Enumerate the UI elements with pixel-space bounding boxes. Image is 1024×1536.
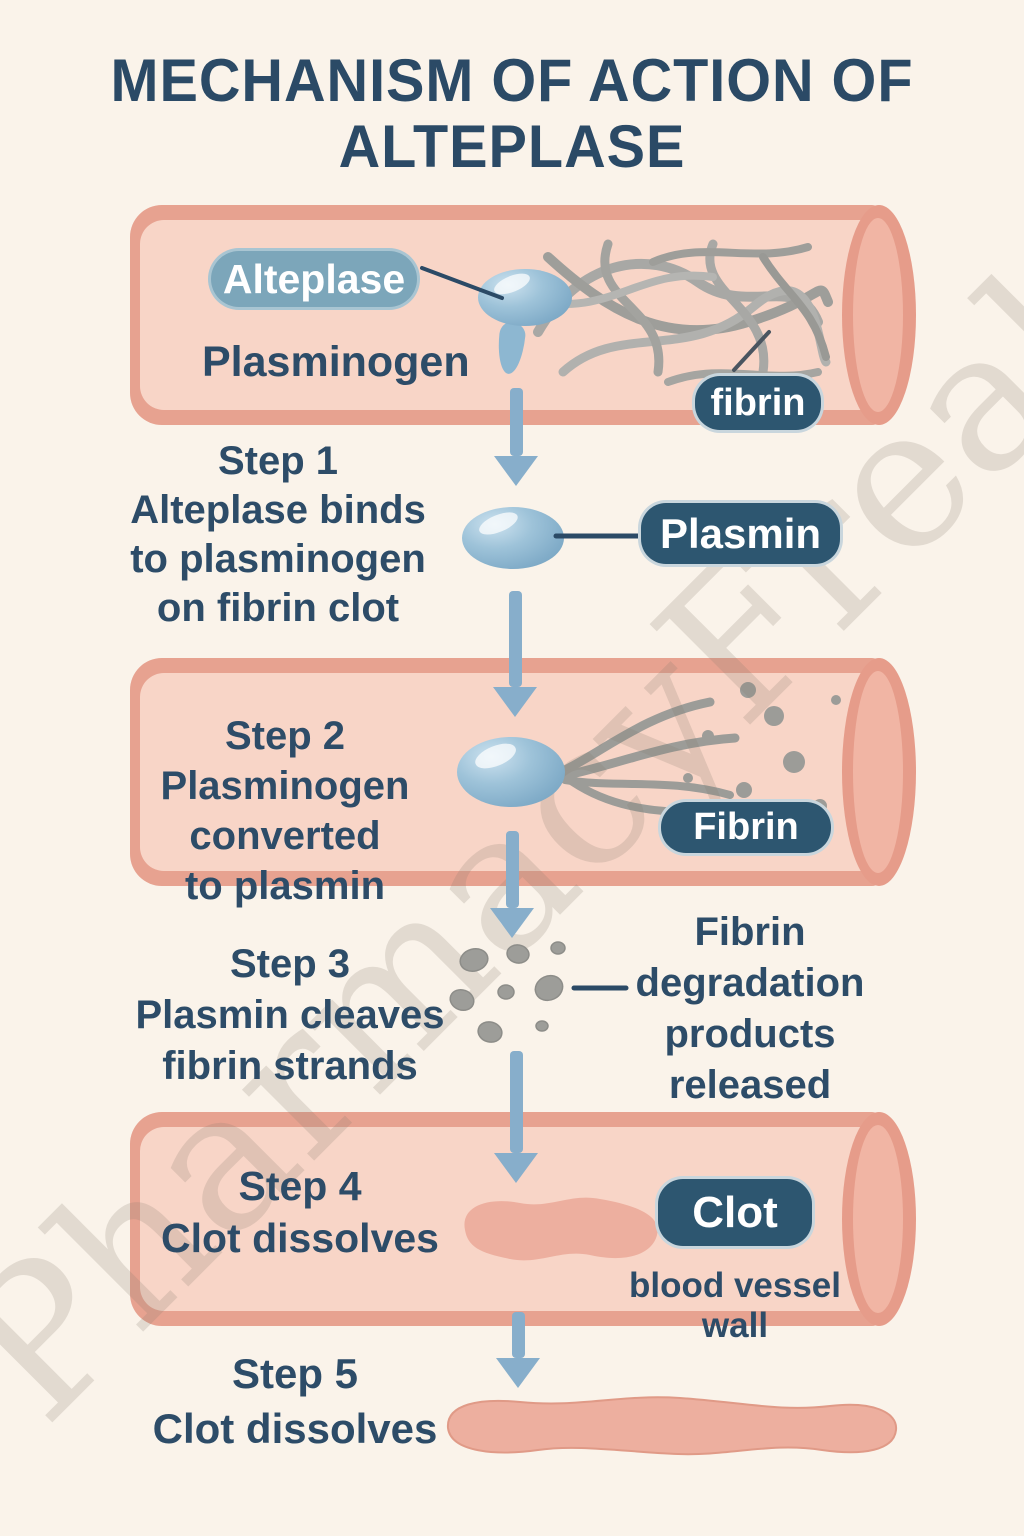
plasminogen-molecule (478, 269, 572, 326)
fibrin-label-pill-2: Fibrin (658, 799, 834, 856)
step2-line: converted (189, 814, 381, 858)
down-arrow-icon-4 (494, 1051, 538, 1183)
connector-line (732, 330, 771, 372)
down-arrow-icon-3 (490, 831, 534, 938)
note-line: degradation (635, 961, 865, 1005)
degradation-particles (449, 941, 566, 1043)
down-arrow-icon-5 (496, 1312, 540, 1388)
step2-text: Step 2 Plasminogen converted to plasmin (100, 711, 470, 911)
step5-heading: Step 5 (231, 1350, 359, 1397)
plasmin-molecule-vessel2 (457, 737, 565, 807)
step3-line: Plasmin cleaves (135, 993, 445, 1037)
step4-text: Step 4 Clot dissolves (105, 1160, 495, 1264)
fibrin-label-pill: fibrin (692, 373, 824, 433)
vessel-end-cap-inner (853, 1125, 903, 1313)
fibrin-strands-illustration (533, 239, 833, 386)
plasmin-label-pill: Plasmin (638, 500, 843, 567)
step4-heading: Step 4 (238, 1163, 362, 1209)
vessel-end-cap-inner (853, 671, 903, 873)
connector-line (420, 266, 504, 300)
step5-text: Step 5 Clot dissolves (105, 1346, 485, 1456)
step2-line: to plasmin (184, 864, 386, 908)
step5-line: Clot dissolves (152, 1405, 438, 1452)
down-arrow-icon-1 (494, 388, 538, 486)
step4-line: Clot dissolves (161, 1215, 439, 1261)
note-line: released (668, 1063, 832, 1107)
clot-label-pill: Clot (655, 1176, 815, 1249)
step3-text: Step 3 Plasmin cleaves fibrin strands (85, 939, 495, 1092)
step2-heading: Step 2 (224, 714, 346, 758)
step1-heading: Step 1 (217, 439, 339, 483)
blood-vessel-wall-label: blood vessel wall (628, 1266, 842, 1345)
molecule-highlight (472, 738, 520, 774)
note-line: products (664, 1012, 836, 1056)
step3-heading: Step 3 (229, 942, 351, 986)
connector-line (553, 533, 645, 539)
title-line-1: MECHANISM OF ACTION OF (110, 47, 914, 114)
plasminogen-label: Plasminogen (202, 338, 470, 386)
step1-line: to plasminogen (130, 537, 426, 581)
alteplase-label-pill: Alteplase (208, 248, 420, 310)
fibrin-degradation-note: Fibrin degradation products released (615, 907, 885, 1111)
molecule-highlight (476, 508, 521, 540)
note-line: Fibrin (694, 910, 806, 954)
page-title: MECHANISM OF ACTION OF ALTEPLASE (20, 48, 1003, 180)
dissolved-clot-remnant (446, 1396, 898, 1456)
title-line-2: ALTEPLASE (338, 113, 686, 180)
step3-line: fibrin strands (162, 1044, 418, 1088)
plasmin-molecule (462, 507, 564, 569)
annotation-dash (571, 985, 629, 991)
step2-line: Plasminogen (160, 764, 410, 808)
step1-text: Step 1 Alteplase binds to plasminogen on… (88, 437, 468, 633)
dissolving-clot (464, 1197, 658, 1261)
step1-line: on fibrin clot (156, 586, 400, 630)
vessel-end-cap-inner (853, 218, 903, 412)
down-arrow-icon-2 (493, 591, 537, 717)
step1-line: Alteplase binds (130, 488, 426, 532)
